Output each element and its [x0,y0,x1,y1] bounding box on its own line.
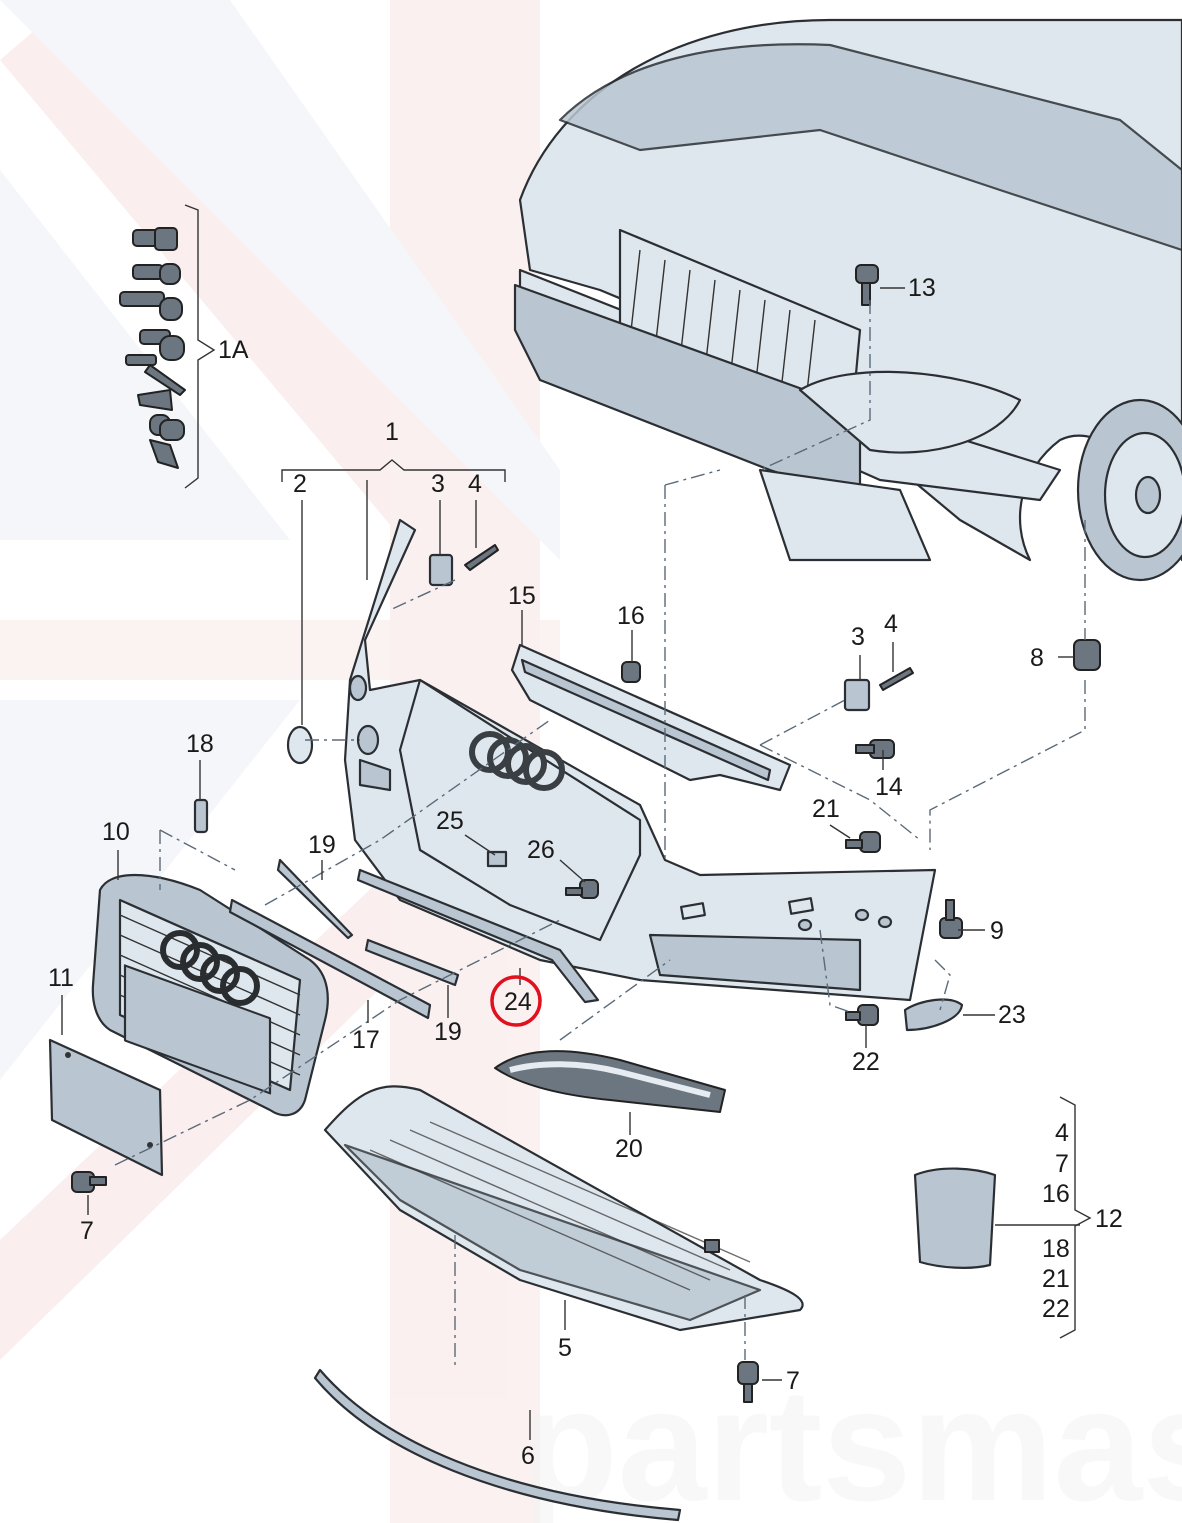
kit-12-contents: 4 7 16 18 21 22 [1042,1119,1070,1323]
clip-25 [486,850,508,868]
strip-24 [356,868,600,1004]
callout-11: 11 [48,964,74,992]
bolt-7-bottom [737,1361,759,1403]
callout-labels: 1 2 3 4 15 16 3 4 13 8 14 21 18 10 11 19… [48,274,1123,1470]
callout-22: 22 [852,1048,880,1076]
callout-12: 12 [1095,1205,1123,1233]
strip-19-lower [364,938,460,987]
bolt-13 [855,264,879,306]
kit-12-item: 22 [1042,1295,1070,1323]
plate-holder-11 [48,1038,164,1177]
kit-12-item: 16 [1042,1180,1070,1208]
callout-25: 25 [436,807,464,835]
callout-1A: 1A [218,336,249,364]
callout-24: 24 [504,988,532,1016]
bag-12 [913,1167,997,1269]
callout-19-lower: 19 [434,1018,462,1046]
callout-7-bottom: 7 [786,1367,800,1395]
callout-1: 1 [385,418,399,446]
cap-23 [903,998,964,1032]
kit-12-item: 21 [1042,1265,1070,1293]
bolt-21 [845,831,881,853]
dashed-connectors [114,300,1086,1370]
callout-20: 20 [615,1135,643,1163]
clip-16 [621,661,641,683]
audi-rings-ghost [469,731,565,791]
callout-13: 13 [908,274,936,302]
audi-rings-logo [160,930,260,1006]
callout-7-left: 7 [80,1217,94,1245]
callout-19-upper: 19 [308,831,336,859]
callout-26: 26 [527,836,555,864]
bolt-14 [855,739,895,759]
callout-9: 9 [990,917,1004,945]
bolt-4-left [464,544,499,571]
bolt-4-right [879,667,914,691]
highlight-circle [490,975,542,1027]
clip-5-small [704,1239,720,1253]
callout-17: 17 [352,1026,380,1054]
callout-3-right: 3 [851,623,865,651]
bracket-15 [510,643,792,792]
callout-3-left: 3 [431,470,445,498]
callout-5: 5 [558,1334,572,1362]
callout-2: 2 [293,470,307,498]
bolt-26 [565,879,599,899]
strip-19-upper [276,858,354,940]
callout-6: 6 [521,1442,535,1470]
callout-4-left: 4 [468,470,482,498]
plug-2 [286,725,314,765]
bracket-3-right [843,678,871,712]
callout-10: 10 [102,818,130,846]
watermark-text-horizontal: partsmaster [520,1355,1182,1523]
hardware-set-1A: 1A [119,204,249,489]
callout-15: 15 [508,582,536,610]
clip-18 [193,798,209,834]
kit-12-item: 18 [1042,1235,1070,1263]
callout-21: 21 [812,795,840,823]
bolt-7-left [71,1171,107,1193]
leader-lines [61,287,1092,1440]
bumper-cover [343,518,937,1002]
fog-grille-20 [494,1050,726,1113]
underbody-tray-5 [323,1085,804,1332]
strip-17 [228,898,432,1020]
trim-6 [313,1368,682,1522]
grille-10 [91,874,329,1117]
bracket-3-left [428,553,454,587]
front-wheel [1076,398,1182,582]
callout-18: 18 [186,730,214,758]
callout-4-right: 4 [884,610,898,638]
bolt-9 [939,899,963,939]
callout-23: 23 [998,1001,1026,1029]
nut-8 [1073,639,1101,671]
kit-12-item: 7 [1055,1150,1069,1178]
callout-8: 8 [1030,644,1044,672]
kit-12-item: 4 [1055,1119,1069,1147]
bolt-22 [845,1004,879,1026]
callout-14: 14 [875,773,903,801]
car-front-body [513,18,1182,582]
callout-16: 16 [617,602,645,630]
